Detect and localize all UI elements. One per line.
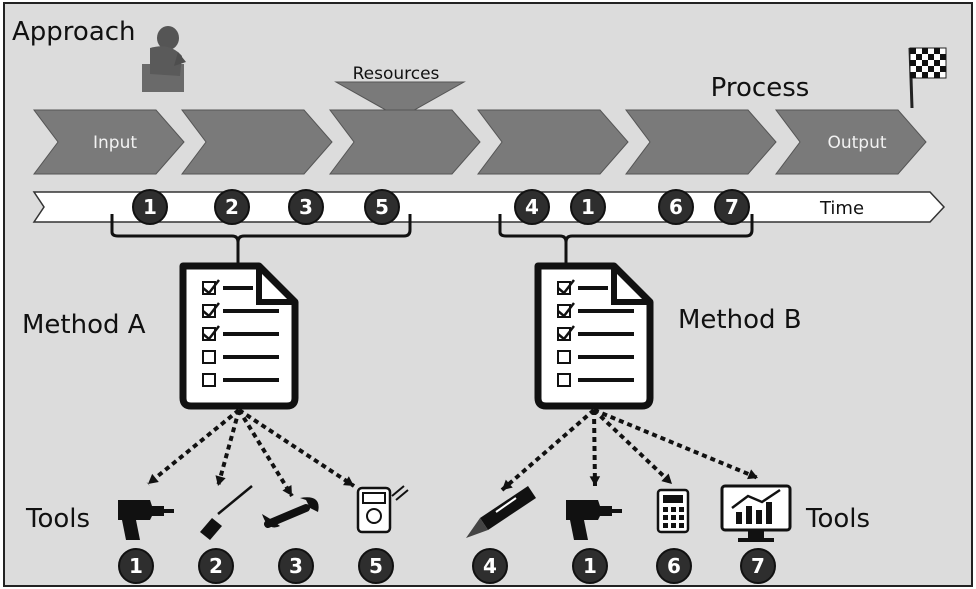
stage-chevron	[775, 109, 927, 175]
badge-number: 3	[299, 195, 313, 219]
approach-label: Approach	[12, 17, 136, 47]
process-label: Process	[711, 73, 810, 103]
badge-number: 2	[209, 554, 223, 578]
method-b-brace	[498, 214, 754, 266]
monitor-chart-icon	[720, 484, 792, 542]
drill-icon	[118, 500, 174, 540]
badge-number: 4	[525, 195, 539, 219]
timeline-badge: 1	[132, 189, 168, 225]
method-a-label: Method A	[22, 310, 146, 340]
timeline-badge: 6	[658, 189, 694, 225]
timeline-badge: 7	[714, 189, 750, 225]
diagram-panel	[3, 2, 973, 587]
tool-badge: 5	[358, 548, 394, 584]
badge-number: 1	[129, 554, 143, 578]
dotted-arrow	[589, 409, 601, 487]
badge-number: 1	[583, 554, 597, 578]
multimeter-icon	[356, 485, 409, 534]
badge-number: 7	[751, 554, 765, 578]
timeline-badge: 1	[570, 189, 606, 225]
time-arrow	[32, 191, 946, 223]
tool-badge: 1	[118, 548, 154, 584]
badge-number: 7	[725, 195, 739, 219]
tool-icons	[118, 484, 792, 542]
tool-badge: 2	[198, 548, 234, 584]
resources-funnel	[334, 81, 466, 119]
badge-number: 6	[667, 554, 681, 578]
badge-number: 6	[669, 195, 683, 219]
badge-number: 5	[369, 554, 383, 578]
timeline-badge: 3	[288, 189, 324, 225]
timeline-badge: 5	[364, 189, 400, 225]
utility-knife-icon	[466, 486, 536, 538]
method-b-label: Method B	[678, 305, 802, 335]
tool-badge: 1	[572, 548, 608, 584]
dotted-arrow	[215, 409, 241, 487]
tool-badge: 7	[740, 548, 776, 584]
stage-chevron	[625, 109, 777, 175]
wrench-icon	[262, 497, 319, 528]
timeline-badges: 1 2 3 5 4 1 6 7	[132, 189, 750, 225]
method-a-checklist-icon	[179, 262, 299, 410]
dotted-arrow	[592, 408, 674, 486]
method-a-brace	[110, 214, 412, 266]
tools-label-a: Tools	[25, 504, 90, 534]
stage-label: Input	[93, 133, 137, 153]
stage-chevron	[329, 109, 481, 175]
badge-number: 3	[289, 554, 303, 578]
tool-badges: 1 2 3 5 4 1 6 7	[118, 548, 776, 584]
tool-arrows	[146, 408, 759, 498]
drill-icon	[566, 500, 622, 540]
time-label: Time	[819, 198, 864, 219]
badge-number: 1	[581, 195, 595, 219]
thinker-statue-icon	[142, 26, 186, 92]
timeline-badge: 2	[214, 189, 250, 225]
dotted-arrow	[146, 408, 241, 486]
dotted-arrow	[237, 408, 356, 488]
method-b-checklist-icon	[534, 262, 654, 410]
stage-chevron	[33, 109, 185, 175]
timeline-badge: 4	[514, 189, 550, 225]
tools-label-b: Tools	[805, 504, 870, 534]
finish-flag-icon	[908, 47, 947, 109]
tool-badge: 3	[278, 548, 314, 584]
stage-label: Output	[827, 133, 886, 153]
badge-number: 2	[225, 195, 239, 219]
stage-chevron	[181, 109, 333, 175]
badge-number: 1	[143, 195, 157, 219]
process-stages: Input Output	[33, 109, 927, 175]
resources-label: Resources	[353, 64, 440, 84]
tool-badge: 6	[656, 548, 692, 584]
badge-number: 4	[483, 554, 497, 578]
dotted-arrow	[237, 408, 294, 498]
dotted-arrow	[500, 408, 596, 492]
screwdriver-icon	[200, 485, 253, 540]
badge-number: 5	[375, 195, 389, 219]
tool-badge: 4	[472, 548, 508, 584]
dotted-arrow	[593, 408, 759, 480]
stage-chevron	[477, 109, 629, 175]
calculator-icon	[656, 488, 690, 534]
